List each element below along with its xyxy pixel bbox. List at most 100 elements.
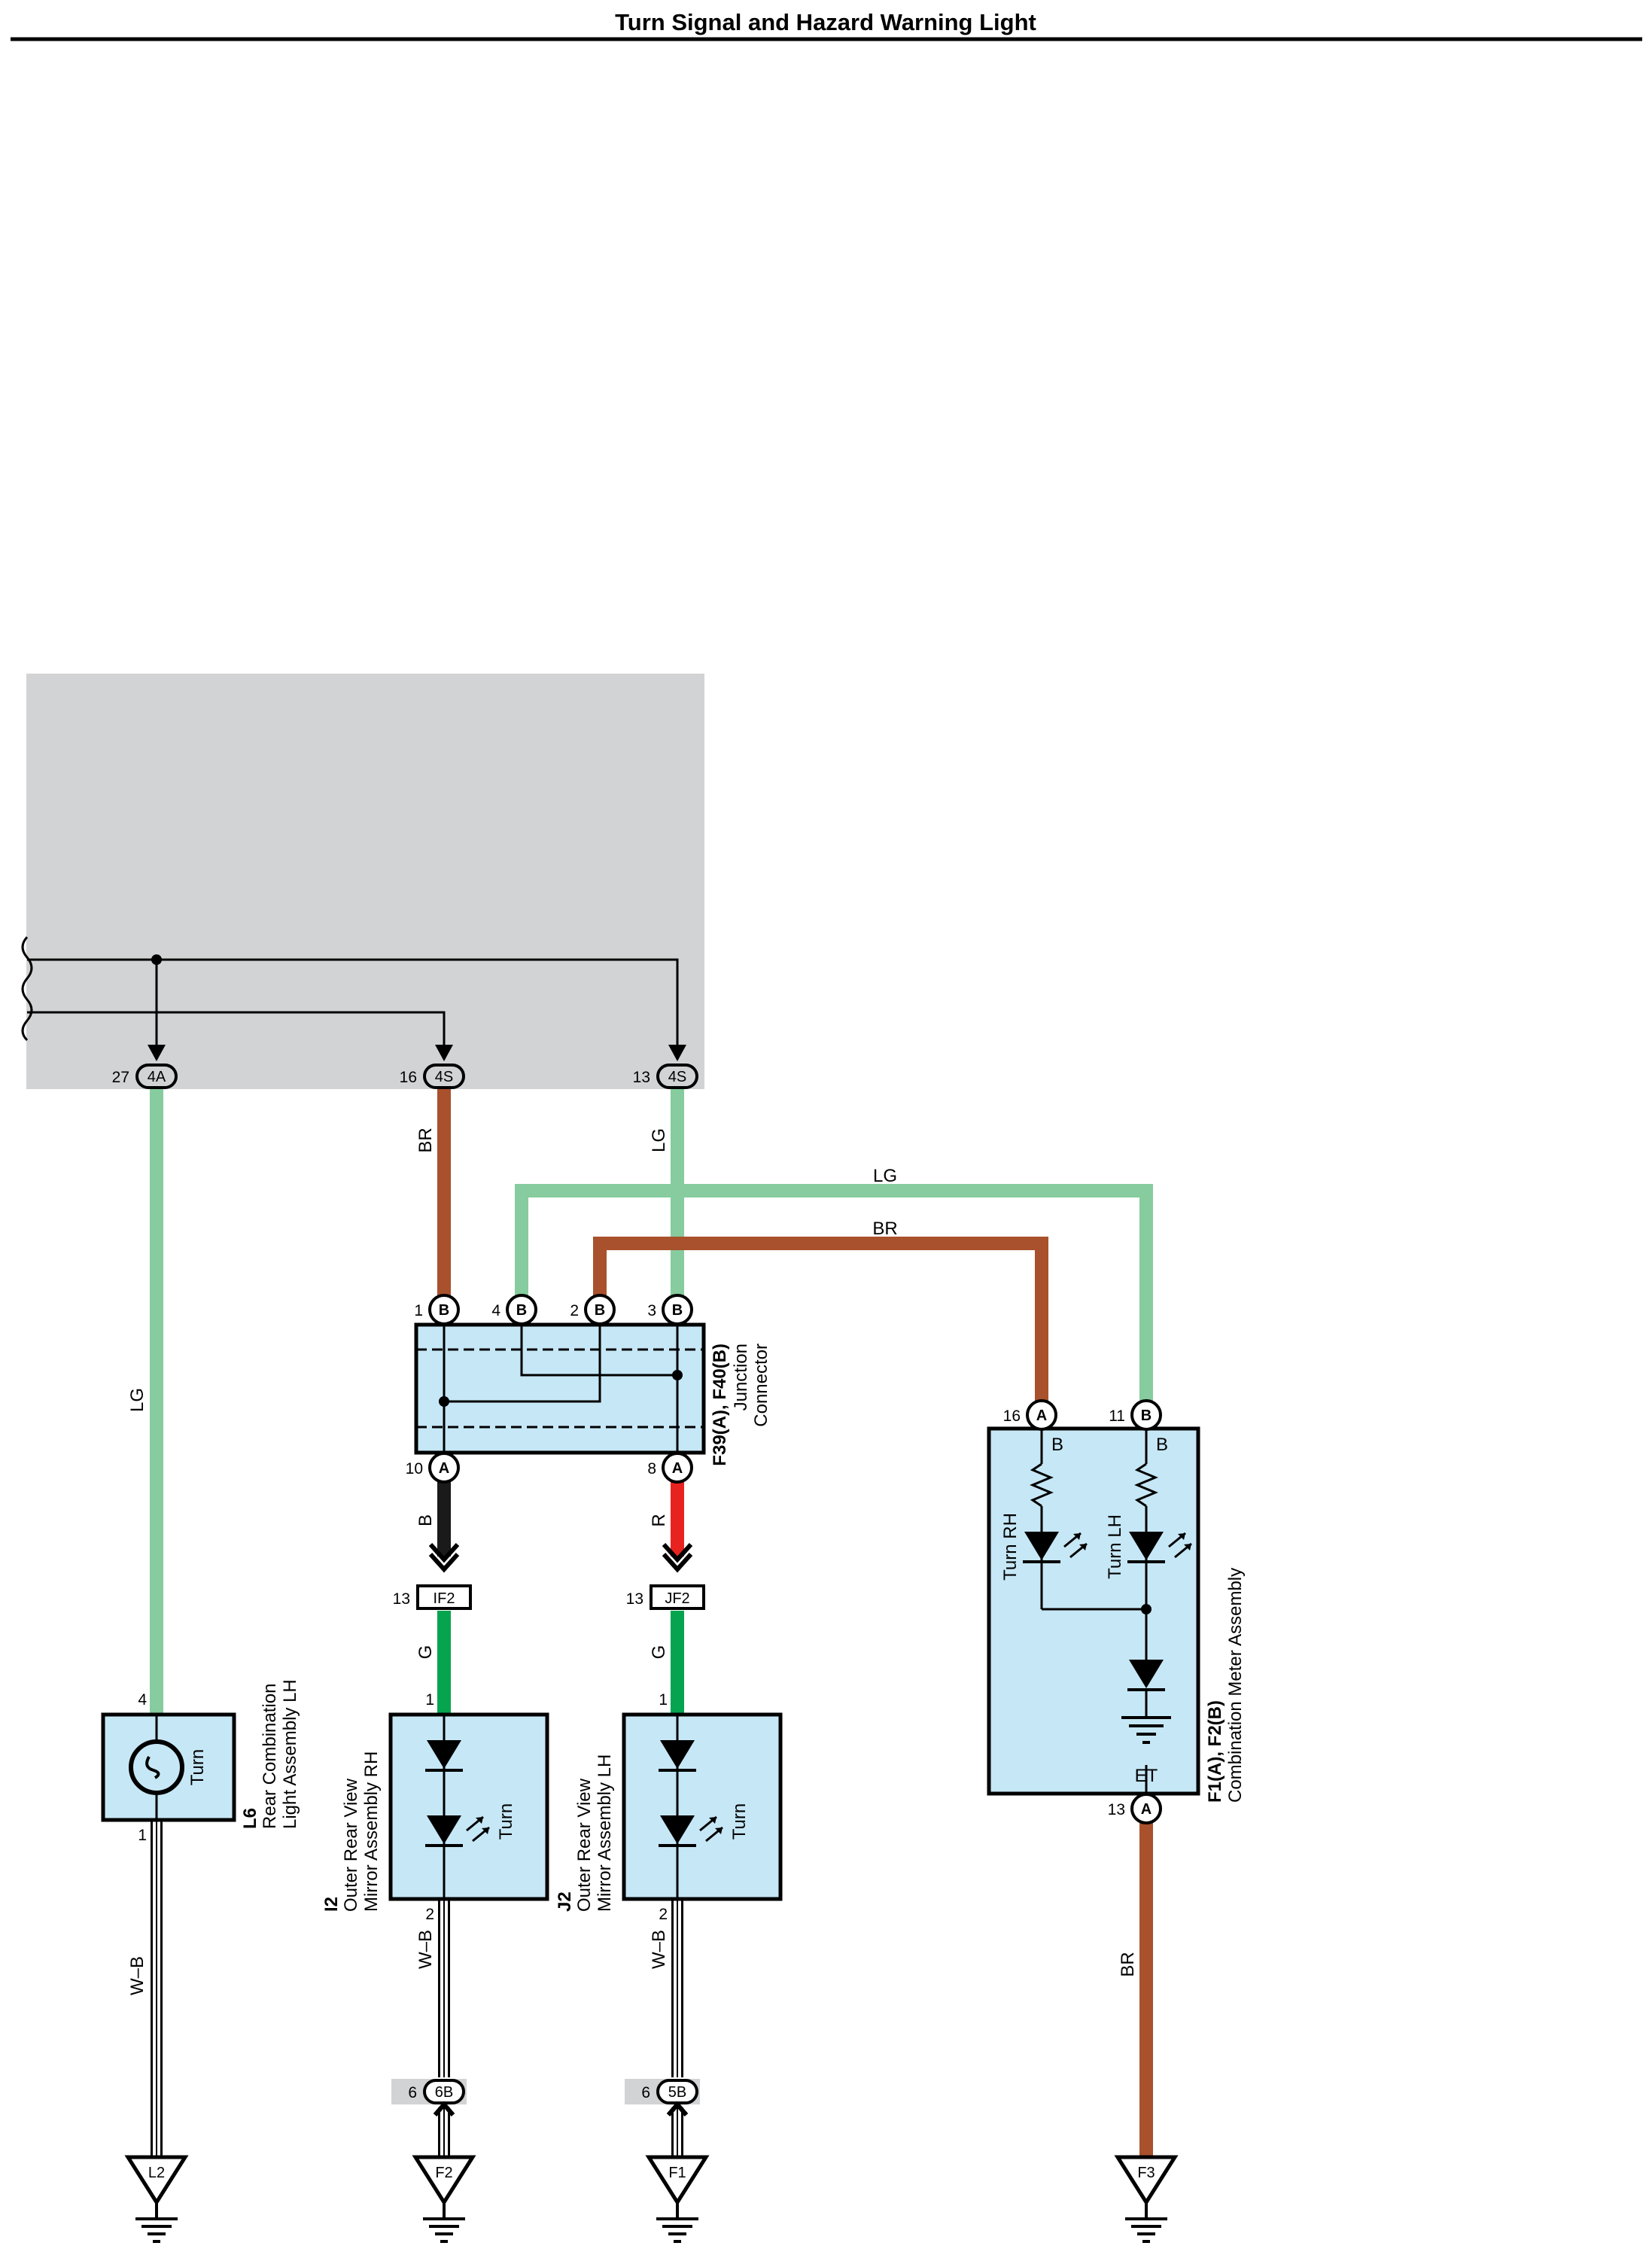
wire-label-g-rh: G (415, 1645, 436, 1660)
led-icon (660, 1815, 695, 1844)
svg-text:16: 16 (400, 1069, 417, 1086)
svg-text:13: 13 (1108, 1801, 1125, 1818)
diode-icon (660, 1740, 695, 1769)
junction-id: F39(A), F40(B) (710, 1344, 730, 1466)
svg-text:B: B (439, 1302, 449, 1319)
l6-pin-top: 4 (138, 1691, 147, 1709)
junction-pin-3: B 3 (647, 1294, 693, 1325)
i2-label: Turn (496, 1803, 516, 1840)
connector-4a: 4A 27 (112, 1064, 178, 1089)
i2-pin-bottom: 2 (425, 1906, 434, 1923)
chevron-r (662, 1542, 693, 1573)
svg-text:11: 11 (1109, 1407, 1125, 1425)
component-meter (987, 1426, 1200, 1796)
wire-label-br-top: BR (872, 1219, 897, 1239)
i2-name-1: Outer Rear View (341, 1778, 361, 1912)
connector-6b: 6B 6 (391, 2079, 467, 2116)
svg-text:13: 13 (626, 1590, 643, 1608)
meter-pin-11: B 11 (1109, 1399, 1162, 1431)
resistor-icon (1134, 1462, 1158, 1508)
wire-label-lg-top: LG (873, 1166, 897, 1186)
svg-text:A: A (1036, 1407, 1047, 1424)
break-mark (21, 936, 33, 1042)
svg-text:4A: 4A (148, 1069, 166, 1085)
ground-f2: F2 (412, 2155, 476, 2243)
svg-text:F3: F3 (1137, 2165, 1155, 2181)
i2-id: I2 (321, 1897, 342, 1912)
svg-text:6B: 6B (435, 2084, 453, 2101)
junction-name-2: Connector (751, 1344, 771, 1427)
meter-led-lh: Turn LH (1105, 1514, 1125, 1579)
svg-text:JF2: JF2 (665, 1590, 689, 1607)
svg-text:B: B (516, 1302, 527, 1319)
meter-pin-13: A 13 (1108, 1793, 1162, 1824)
svg-text:1: 1 (414, 1302, 423, 1319)
svg-text:8: 8 (647, 1460, 656, 1477)
wire-lg-top (515, 1184, 1153, 1404)
svg-text:IF2: IF2 (434, 1590, 455, 1607)
l6-name-1: Rear Combination (260, 1684, 280, 1829)
bulb-icon (129, 1739, 184, 1795)
svg-text:27: 27 (112, 1069, 129, 1086)
junction-connector (414, 1322, 706, 1455)
svg-text:F1: F1 (668, 2165, 686, 2181)
resistor-icon (1030, 1462, 1054, 1508)
l6-label: Turn (187, 1749, 208, 1785)
svg-text:13: 13 (393, 1590, 410, 1608)
j2-label: Turn (729, 1803, 750, 1840)
l6-id: L6 (240, 1808, 260, 1829)
ground-f3: F3 (1114, 2155, 1179, 2243)
wire-label-wb-l6: W–B (127, 1956, 148, 1995)
svg-text:10: 10 (406, 1460, 423, 1477)
j2-name-1: Outer Rear View (574, 1778, 595, 1912)
i2-name-2: Mirror Assembly RH (361, 1751, 382, 1912)
svg-text:A: A (1141, 1801, 1152, 1818)
meter-inner-b1: B (1051, 1435, 1063, 1455)
i2-pin-top: 1 (425, 1691, 434, 1709)
svg-text:F2: F2 (435, 2165, 452, 2181)
led-lh-icon (1129, 1532, 1164, 1560)
upper-panel (26, 674, 704, 1089)
wire-label-r: R (649, 1514, 669, 1526)
svg-text:B: B (595, 1302, 605, 1319)
wire-label-br-bottom: BR (1118, 1952, 1138, 1977)
wire-label-wb-j2: W–B (649, 1930, 669, 1969)
inline-connector-jf2: JF2 13 (626, 1584, 705, 1610)
svg-text:L2: L2 (148, 2165, 165, 2181)
wire-label-g-lh: G (649, 1645, 669, 1660)
svg-text:4: 4 (491, 1302, 500, 1319)
meter-inner-b2: B (1156, 1435, 1168, 1455)
connector-4s-16: 4S 16 (400, 1064, 465, 1089)
meter-id: F1(A), F2(B) (1205, 1700, 1225, 1803)
svg-text:B: B (672, 1302, 683, 1319)
svg-text:2: 2 (570, 1302, 579, 1319)
diode-icon (427, 1740, 461, 1769)
component-i2: Turn (388, 1712, 549, 1901)
meter-led-rh: Turn RH (1000, 1513, 1021, 1581)
svg-text:A: A (672, 1460, 683, 1477)
wire-label-b: B (415, 1514, 436, 1526)
l6-pin-bottom: 1 (138, 1827, 147, 1844)
svg-text:3: 3 (647, 1302, 656, 1319)
svg-text:13: 13 (633, 1069, 650, 1086)
inline-connector-if2: IF2 13 (393, 1584, 472, 1610)
meter-name: Combination Meter Assembly (1225, 1568, 1246, 1803)
svg-text:4S: 4S (668, 1069, 686, 1085)
junction-pin-4: B 4 (491, 1294, 537, 1325)
wire-br-top (593, 1237, 1048, 1404)
junction-pin-1: B 1 (414, 1294, 460, 1325)
svg-text:B: B (1141, 1407, 1152, 1424)
chevron-b (428, 1542, 460, 1573)
svg-text:6: 6 (641, 2084, 650, 2101)
component-j2: Turn (622, 1712, 783, 1901)
svg-text:16: 16 (1003, 1407, 1021, 1425)
led-rh-icon (1024, 1532, 1059, 1560)
led-icon (427, 1815, 461, 1844)
j2-name-2: Mirror Assembly LH (595, 1754, 615, 1912)
svg-text:5B: 5B (668, 2084, 686, 2101)
junction-pin-2: B 2 (570, 1294, 616, 1325)
j2-id: J2 (555, 1891, 575, 1912)
j2-pin-bottom: 2 (659, 1906, 668, 1923)
connector-5b: 5B 6 (625, 2079, 700, 2116)
